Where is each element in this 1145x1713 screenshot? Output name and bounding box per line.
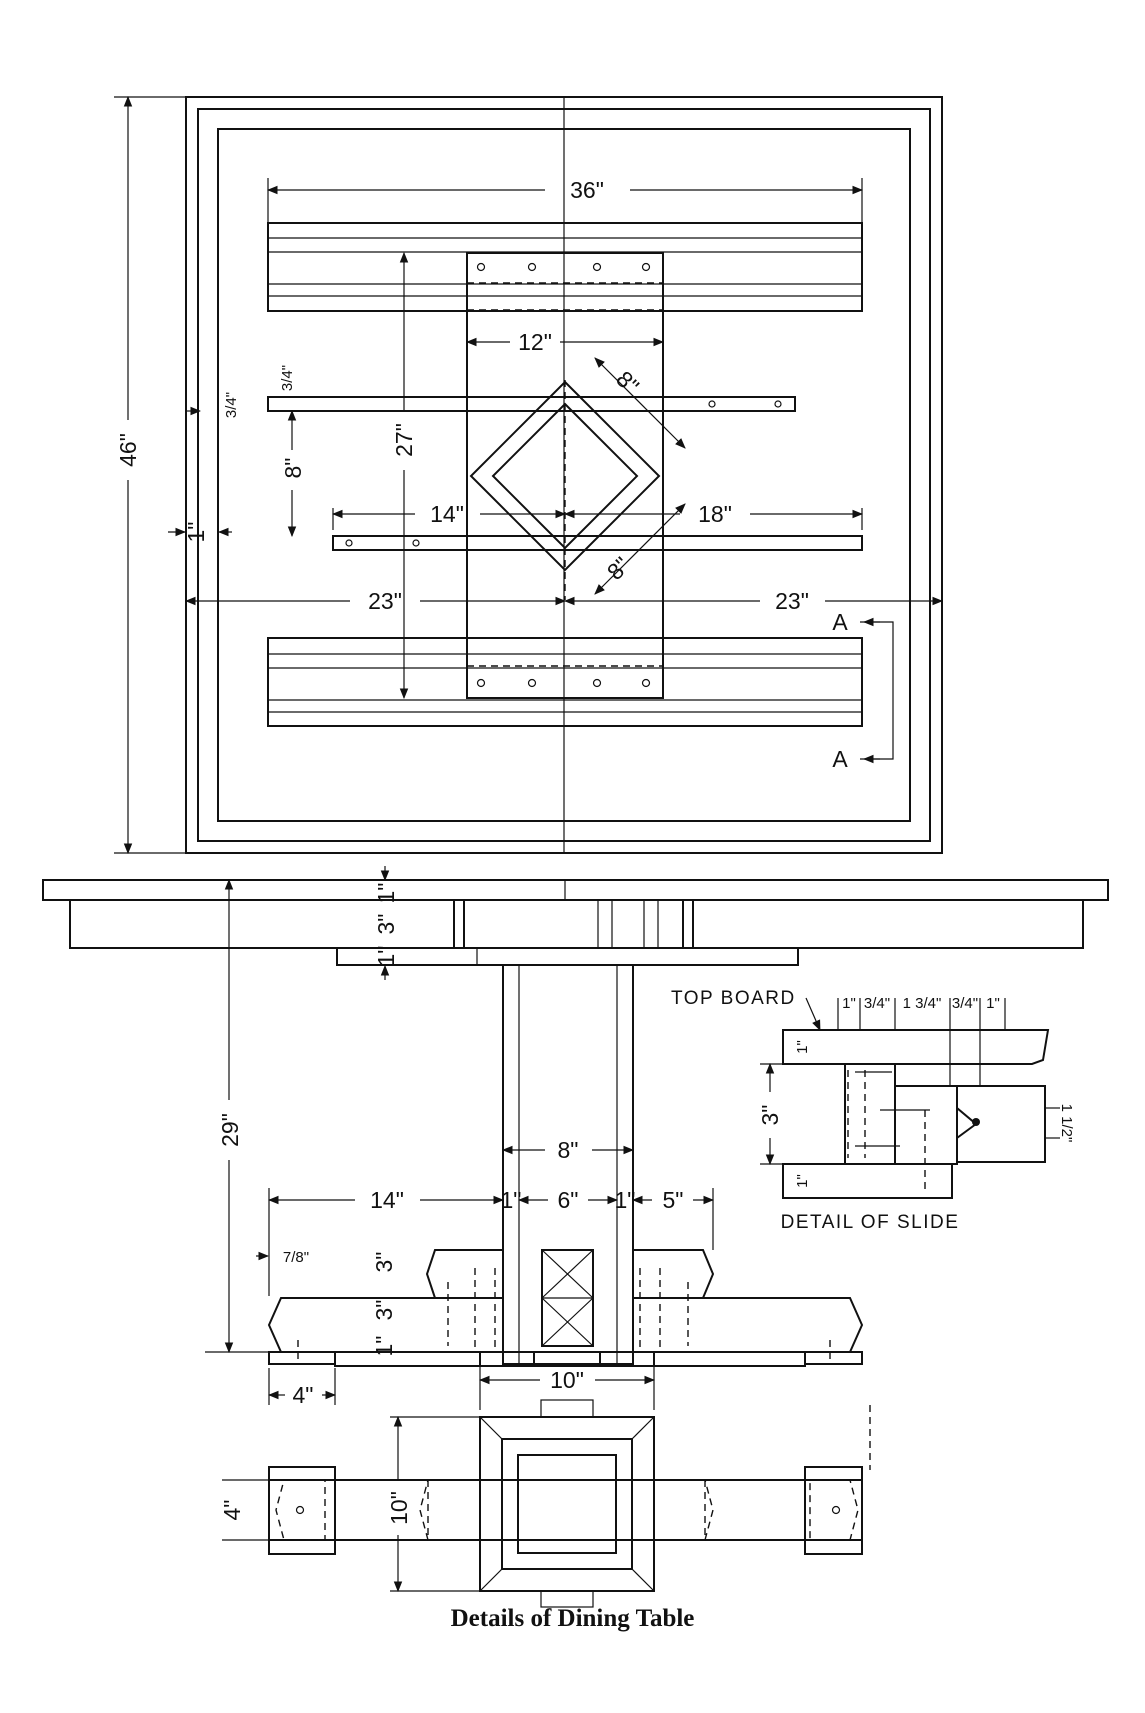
label-detail-bottom: 1" [794,1174,811,1188]
base-plan-view: 10" 4" [219,1399,871,1608]
label-36: 36" [570,177,604,203]
dim-bevel: 7/8" [256,1249,309,1266]
section-mark-a-top: A [832,609,848,635]
dim-edge-inset: 3/4" [186,392,240,418]
screws [297,1268,831,1362]
foot-arm [268,1479,863,1541]
label-slide-thickness: 3/4" [279,365,296,391]
label-w5: 1" [986,995,1000,1012]
elevation-view: 1" 3" 1" 29" 8" 14" 1" [42,866,1109,1410]
label-apron: 3" [373,914,399,935]
dim-slide-spacing: 8" [280,409,306,538]
label-27: 27" [391,423,417,457]
label-w1: 1" [842,995,856,1012]
label-bevel: 7/8" [283,1249,309,1266]
center-board [466,252,664,699]
label-23-left: 23" [368,588,402,614]
detail-width-dims: 1" 3/4" 1 3/4" 3/4" 1" [837,995,1006,1086]
label-14-foot: 14" [370,1187,404,1213]
label-8-spacing: 8" [280,458,306,479]
elevation-cleat [336,947,799,966]
dim-halves: 23" 23" [184,588,944,614]
label-overhang: 5" [663,1187,684,1213]
elevation-top-board [42,879,1109,901]
label-wall-left: 1" [501,1187,522,1213]
dim-height: 29" [205,878,269,1354]
upper-rail [267,222,863,312]
elevation-column [502,964,634,1365]
dim-foot-width: 4" [219,1479,268,1541]
label-pad: 4" [293,1382,314,1408]
detail-height-dims: 3" 1" 1" 1 1/2" [757,1040,1075,1188]
label-top-thickness: 1" [373,883,399,904]
label-cleat: 1" [373,946,399,967]
detail-title: DETAIL OF SLIDE [781,1212,960,1233]
label-lower-block: 3" [371,1300,397,1321]
label-29: 29" [217,1113,243,1147]
column-base-block [479,1416,655,1592]
label-w3: 1 3/4" [903,995,942,1012]
label-detail-hole: 1 1/2" [1058,1104,1075,1143]
label-detail-height: 3" [757,1105,783,1126]
label-wall-right: 1" [615,1187,636,1213]
label-12: 12" [518,329,552,355]
label-w4: 3/4" [952,995,978,1012]
label-23-right: 23" [775,588,809,614]
label-detail-top: 1" [794,1040,811,1054]
detail-bottom-board [782,1163,953,1199]
elevation-apron [69,899,1084,949]
label-8-column: 8" [558,1137,579,1163]
figure-caption: Details of Dining Table [450,1605,695,1632]
dim-pad: 4" [267,1368,337,1408]
dim-cleat: 1" [373,946,399,980]
label-w2: 3/4" [864,995,890,1012]
dim-foot-row: 14" 1" 6" 1" 5" [267,1187,715,1296]
label-8-diag-a: 8" [611,366,644,399]
label-18: 18" [698,501,732,527]
dim-base-depth: 10" [386,1415,480,1593]
lower-rail [267,637,863,727]
label-14-plan: 14" [430,501,464,527]
label-8-diag-b: 8" [602,552,635,585]
section-line-a: A A [832,609,894,772]
label-10-base: 10" [550,1367,584,1393]
dim-column-width: 8" [501,1137,635,1163]
section-mark-a-bottom: A [832,746,848,772]
label-10-depth: 10" [386,1491,412,1525]
label-46: 46" [115,433,141,467]
plan-view: 36" 12" 27" 46" 8" 3/4" [114,95,944,855]
dim-center-width: 12" [465,329,665,355]
detail-top-board [782,1029,1050,1065]
label-edge-inset: 3/4" [223,392,240,418]
label-base-plate: 1" [371,1336,397,1357]
label-core: 6" [558,1187,579,1213]
label-upper-block: 3" [371,1252,397,1273]
dim-rail-length: 36" [266,177,864,222]
dim-column-diagonals: 8" 8" [594,357,686,595]
label-4-width: 4" [219,1500,245,1521]
upper-slide [267,396,796,412]
slide-detail: TOP BOARD 1" 3/4" 1 3/4" 3/4" 1" [671,988,1075,1233]
dim-border: 1" [168,522,232,543]
upper-foot-block [425,1249,504,1299]
dim-base-width: 10" [478,1366,656,1410]
label-border: 1" [183,522,209,543]
dim-center-length: 27" [391,251,417,700]
top-board-label: TOP BOARD [671,988,796,1009]
dim-overall: 46" [114,95,186,855]
dim-top-thickness: 1" [373,866,399,903]
